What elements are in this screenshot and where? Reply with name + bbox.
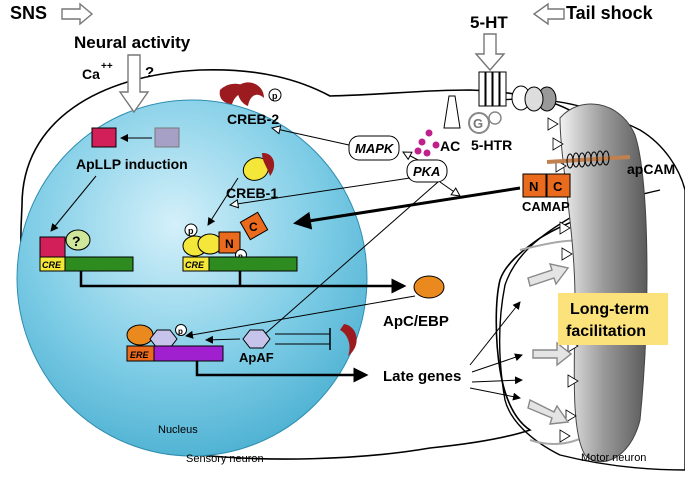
- pka-to-ac-arrow: [439, 181, 460, 196]
- camap-c-box: [546, 173, 571, 198]
- pka-to-apaf-arrow: [258, 181, 439, 340]
- sensory-neuron-label: Sensory neuron: [186, 453, 264, 465]
- five-ht-arrow: [474, 33, 506, 72]
- cre-right-p1: [184, 223, 198, 237]
- creb2-complex: p: [219, 82, 282, 106]
- tail-shock-label: Tail shock: [566, 3, 654, 23]
- ere-p: [175, 324, 187, 336]
- camap-bound-c: [239, 211, 269, 241]
- apcebp-blob: [413, 275, 445, 299]
- dna-left: [64, 256, 134, 272]
- cre-left-question: ?: [72, 233, 81, 249]
- cre-right-p1-text: p: [188, 226, 194, 236]
- postsynaptic-membrane: [559, 103, 648, 463]
- adenylyl-cyclase: [443, 95, 461, 129]
- cre-left-unknown: [65, 229, 91, 251]
- ac-label: AC: [440, 138, 460, 154]
- pka-box: [406, 159, 448, 183]
- sns-label: SNS: [10, 3, 47, 23]
- camap-label: CAMAP: [522, 199, 570, 214]
- motor-neuron-membrane: [499, 98, 685, 471]
- creb1-complex: [242, 152, 275, 181]
- apcam-stalk: [546, 155, 631, 164]
- late-genes-arrow-1: [469, 301, 521, 366]
- cre-left-label: CRE: [42, 260, 62, 270]
- pka-label: PKA: [413, 164, 440, 179]
- apllp-label: ApLLP induction: [76, 156, 188, 172]
- creb1-bound-b: [197, 233, 223, 255]
- apcebp-to-ere-arrow: [185, 295, 416, 339]
- neural-activity-arrow: [118, 54, 150, 114]
- ltf-box: [558, 293, 668, 345]
- tail-shock-arrow: [532, 2, 565, 26]
- late-genes-arrow-4: [469, 387, 521, 401]
- motor-neuron-label: Motor neuron: [581, 452, 646, 464]
- camap-bound-n: [218, 231, 241, 254]
- apaf-to-ere-arrow: [205, 335, 241, 344]
- facilitation-arrows: [527, 263, 573, 425]
- creb1-label: CREB-1: [226, 185, 278, 201]
- cre-right-label: CRE: [185, 260, 205, 270]
- ere-transcription-line: [195, 361, 369, 383]
- five-htr-receptor: [478, 71, 557, 112]
- pka-to-mapk-arrow: [403, 152, 419, 161]
- nucleus: [16, 99, 368, 457]
- apcebp-label: ApC/EBP: [383, 313, 449, 330]
- ltf-line-1: Long-term: [570, 301, 649, 318]
- creb2-inhibitor: [340, 324, 357, 356]
- dna-right: [208, 256, 298, 272]
- apaf-label: ApAF: [239, 350, 274, 365]
- camap-bound-c-text: C: [249, 220, 258, 234]
- g-protein: G: [468, 111, 502, 134]
- camp-dots: [414, 129, 440, 157]
- sns-arrow: [61, 2, 94, 26]
- camap-n-label: N: [529, 179, 538, 194]
- late-genes-arrow-2: [471, 353, 523, 373]
- ere-p-text: p: [178, 327, 183, 336]
- dna-ere: [153, 345, 224, 362]
- creb1-to-cre-arrow: [207, 177, 239, 226]
- g-label: G: [473, 116, 483, 131]
- mapk-box: [348, 135, 400, 161]
- apllp-grey-box: [154, 127, 180, 148]
- nucleus-label: Nucleus: [158, 424, 198, 436]
- mapk-label: MAPK: [355, 141, 395, 156]
- apllp-to-cre-arrow: [50, 175, 97, 232]
- five-ht-label: 5-HT: [470, 13, 508, 32]
- ca-question: ?: [145, 64, 154, 81]
- late-genes-label: Late genes: [383, 368, 461, 385]
- ere-label: ERE: [130, 350, 150, 360]
- camap-bound-n-text: N: [225, 237, 234, 251]
- ca-sup: ++: [101, 61, 113, 72]
- apllp-red-box: [91, 127, 117, 148]
- cre-left-red-box: [39, 236, 66, 258]
- camap-c-label: C: [553, 179, 563, 194]
- apcam-label: apCAM: [627, 161, 675, 177]
- cre-transcription-line: [79, 271, 240, 288]
- camap-to-nucleus-arrow: [293, 186, 521, 230]
- apcam-helix: [566, 150, 610, 169]
- creb2-p: p: [272, 91, 278, 101]
- ltf-line-2: facilitation: [566, 323, 646, 340]
- pka-to-creb1-arrow: [230, 177, 411, 205]
- ca-label: Ca: [82, 66, 100, 82]
- ere-apcebp: [126, 324, 154, 346]
- camap-n-box: [522, 173, 547, 198]
- creb2-label: CREB-2: [227, 111, 279, 127]
- neural-activity-label: Neural activity: [74, 33, 191, 52]
- mapk-to-creb2-arrow: [272, 128, 350, 146]
- late-genes-arrow-3: [471, 376, 523, 385]
- apaf-hexagon: [242, 329, 271, 349]
- five-htr-label: 5-HTR: [471, 137, 512, 153]
